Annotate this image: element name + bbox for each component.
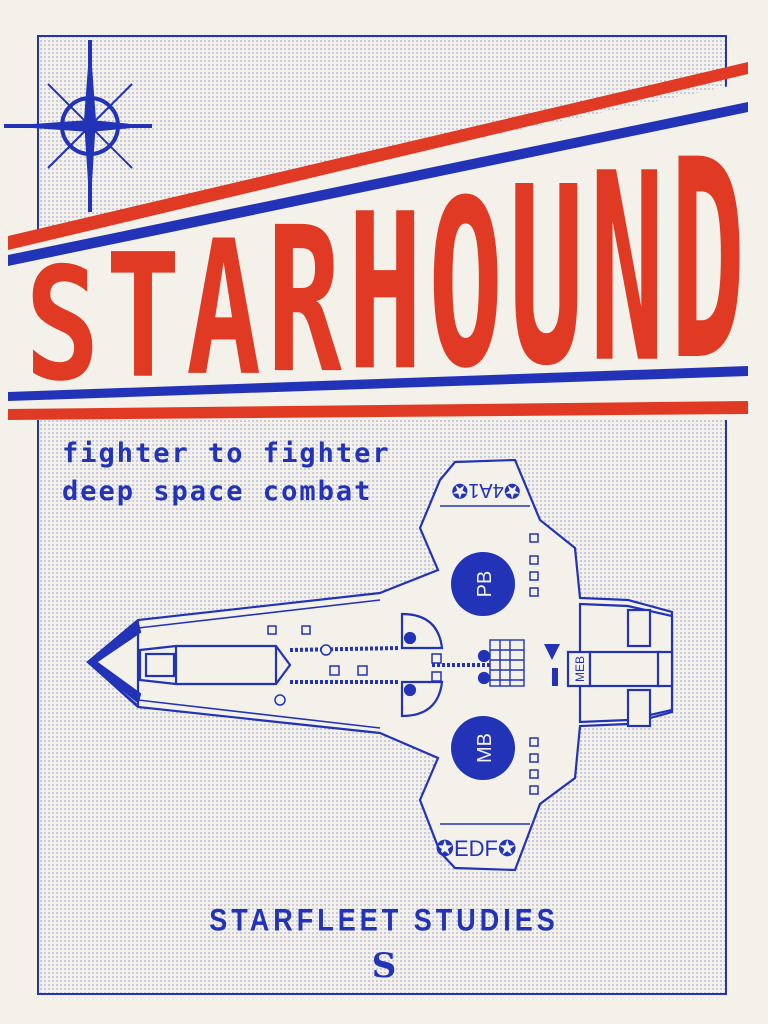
pod-upper [451, 552, 515, 616]
registry-bottom: ✪EDF✪ [436, 836, 517, 861]
title-letter: U [509, 135, 584, 420]
title-letter: H [348, 169, 423, 419]
starfighter-diagram [86, 458, 674, 872]
blue-stripe-bottom [8, 366, 748, 401]
pod-lower [451, 716, 515, 780]
title-letter: S [25, 235, 100, 416]
engine-block-label: MEB [573, 656, 587, 682]
tagline-line-2: deep space combat [62, 476, 373, 507]
publisher-name: STARFLEET STUDIES [209, 902, 559, 938]
title-letter: N [590, 119, 665, 421]
title-letter: D [670, 102, 745, 421]
title-letter: R [267, 185, 342, 418]
blue-stripe-top [8, 102, 748, 266]
title-letter: T [106, 218, 181, 417]
red-stripe-top [8, 62, 748, 250]
title-letter: A [186, 201, 261, 417]
pod-upper-label: PB [474, 571, 496, 598]
red-stripe-bottom [8, 401, 748, 420]
publisher-logo: S [371, 946, 397, 986]
pod-lower-label: MB [474, 733, 496, 763]
registry-top: ✪4A1✪ [451, 479, 520, 501]
title-band [0, 78, 768, 420]
title-letter: O [428, 150, 503, 419]
cockpit-canopy [138, 644, 292, 686]
tagline-line-1: fighter to fighter [62, 438, 391, 469]
